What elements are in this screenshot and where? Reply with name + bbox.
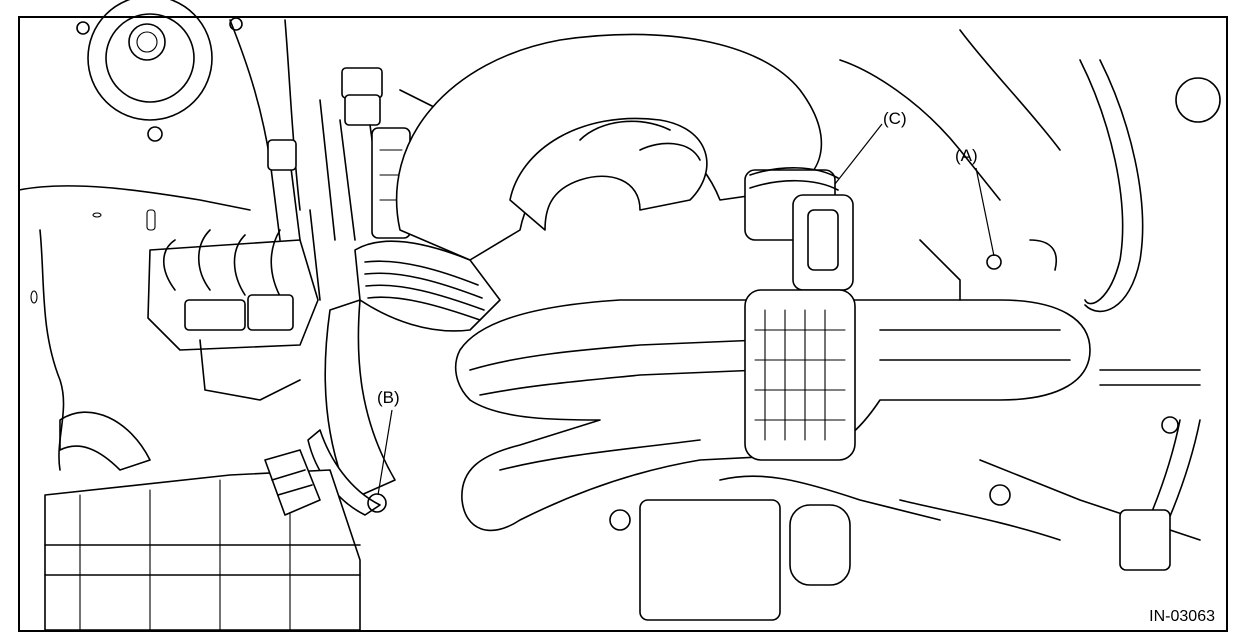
hoses-right (1079, 59, 1221, 561)
leader-line-a (975, 167, 995, 257)
leader-line-c (834, 123, 883, 185)
abs-hydraulic-unit (147, 139, 321, 401)
lower-engine (609, 459, 1201, 621)
intake-manifold (454, 289, 1091, 532)
maf-sensor-connector (264, 449, 321, 516)
callout-label-a: (A) (955, 146, 978, 165)
intake-plenum-duct (395, 33, 823, 261)
small-hoses-top-right (839, 29, 1061, 301)
callout-label-c: (C) (883, 109, 907, 128)
strut-mount (76, 0, 243, 142)
intake-duct-corrugated (307, 240, 501, 516)
leader-line-b (377, 409, 393, 496)
callout-label-b: (B) (377, 388, 400, 407)
throttle-body (744, 167, 854, 291)
figure-code: IN-03063 (1149, 608, 1215, 625)
air-cleaner-box (44, 411, 361, 631)
